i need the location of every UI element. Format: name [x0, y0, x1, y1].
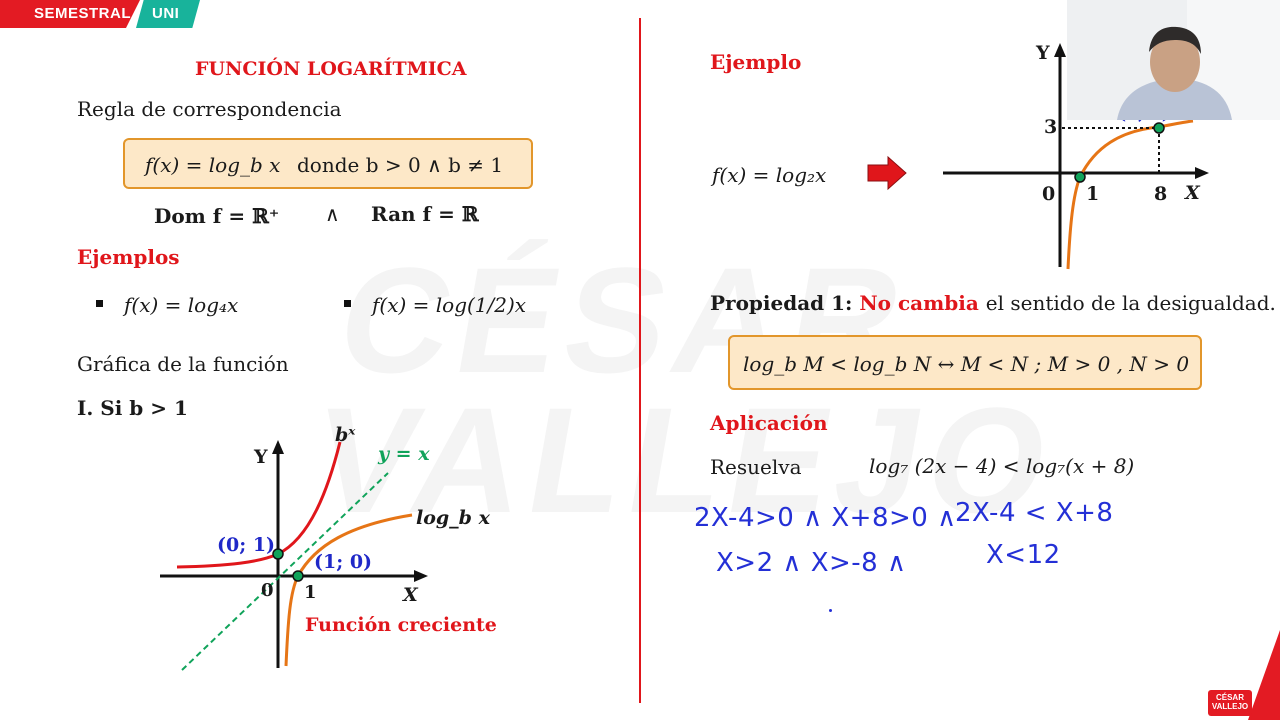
- origin-label: 0: [261, 580, 274, 601]
- right-one-label: 1: [1086, 183, 1100, 205]
- identity-line: [181, 472, 389, 671]
- range-text: Ran f = ℝ: [371, 202, 479, 226]
- ejemplo-heading: Ejemplo: [710, 50, 802, 74]
- problem-inequality: log₇ (2x − 4) < log₇(x + 8): [869, 454, 1135, 478]
- point-1-0: [292, 570, 304, 582]
- logbx-label: log_b x: [416, 507, 490, 529]
- right-arrow-icon: [867, 155, 907, 191]
- bullet-1: [96, 300, 103, 307]
- point-0-1: [272, 548, 284, 560]
- regla-heading: Regla de correspondencia: [77, 97, 342, 121]
- property-label: Propiedad 1:: [710, 291, 853, 315]
- bullet-2: [344, 300, 351, 307]
- banner-semestral: SEMESTRAL: [34, 5, 132, 22]
- handwriting-line1b: 2X-4 < X+8: [955, 498, 1114, 528]
- resuelva-label: Resuelva: [710, 455, 802, 479]
- domain-text: Dom f = ℝ⁺: [154, 204, 280, 228]
- y-axis-right: [1054, 43, 1066, 267]
- presenter-icon: [1067, 0, 1280, 120]
- point-1-0-label: (1; 0): [314, 551, 373, 573]
- yx-label: y = x: [378, 443, 430, 465]
- corner-decoration: [1248, 630, 1280, 720]
- example-2: f(x) = log(1/2)x: [372, 293, 527, 317]
- aplicacion-heading: Aplicación: [710, 411, 828, 435]
- property-rest: el sentido de la desigualdad.: [985, 291, 1276, 315]
- example-formula: f(x) = log₂x: [712, 163, 827, 187]
- bx-label: bˣ: [335, 424, 356, 446]
- property-line: Propiedad 1: No cambia el sentido de la …: [710, 291, 1276, 315]
- handwriting-line1a: 2X-4>0 ∧ X+8>0 ∧: [694, 503, 957, 533]
- right-x-label: X: [1185, 182, 1200, 204]
- cesar-vallejo-logo: CÉSAR VALLEJO: [1208, 690, 1252, 716]
- property-highlight: No cambia: [859, 291, 979, 315]
- case-label: I. Si b > 1: [77, 396, 188, 420]
- one-label: 1: [304, 582, 317, 603]
- x-axis: [160, 570, 428, 582]
- pen-dot: [829, 609, 832, 612]
- right-origin-label: 0: [1042, 183, 1056, 205]
- y-axis-label: Y: [254, 446, 268, 468]
- right-y-label: Y: [1036, 42, 1050, 64]
- definition-formula: f(x) = log_b x: [145, 153, 281, 177]
- example-1: f(x) = log₄x: [124, 293, 239, 317]
- banner-uni: UNI: [152, 5, 180, 22]
- point-0-1-label: (0; 1): [217, 534, 276, 556]
- course-banner: SEMESTRAL UNI: [0, 0, 200, 28]
- x-axis-label: X: [403, 584, 418, 606]
- ejemplos-heading: Ejemplos: [77, 245, 180, 269]
- column-divider: [639, 18, 641, 703]
- webcam-video: [1067, 0, 1280, 120]
- log2-graph: [943, 43, 1209, 270]
- log2-curve: [1066, 119, 1194, 270]
- definition-box: f(x) = log_b x donde b > 0 ∧ b ≠ 1: [123, 138, 533, 189]
- handwriting-line2b: X<12: [986, 540, 1061, 570]
- page-title: FUNCIÓN LOGARÍTMICA: [195, 58, 467, 80]
- log-graph-left: [160, 440, 428, 671]
- definition-condition: donde b > 0 ∧ b ≠ 1: [297, 153, 504, 177]
- property-box: log_b M < log_b N ↔ M < N ; M > 0 , N > …: [728, 335, 1202, 390]
- x-axis-right: [943, 167, 1209, 179]
- and-symbol: ∧: [325, 202, 340, 226]
- right-three-label: 3: [1044, 116, 1058, 138]
- grafica-heading: Gráfica de la función: [77, 352, 289, 376]
- right-eight-label: 8: [1154, 183, 1168, 205]
- property-formula: log_b M < log_b N ↔ M < N ; M > 0 , N > …: [743, 352, 1190, 376]
- point-8-3: [1153, 122, 1165, 134]
- graph-caption: Función creciente: [305, 614, 497, 636]
- point-1-0-right: [1074, 171, 1086, 183]
- handwriting-line2a: X>2 ∧ X>-8 ∧: [716, 548, 907, 578]
